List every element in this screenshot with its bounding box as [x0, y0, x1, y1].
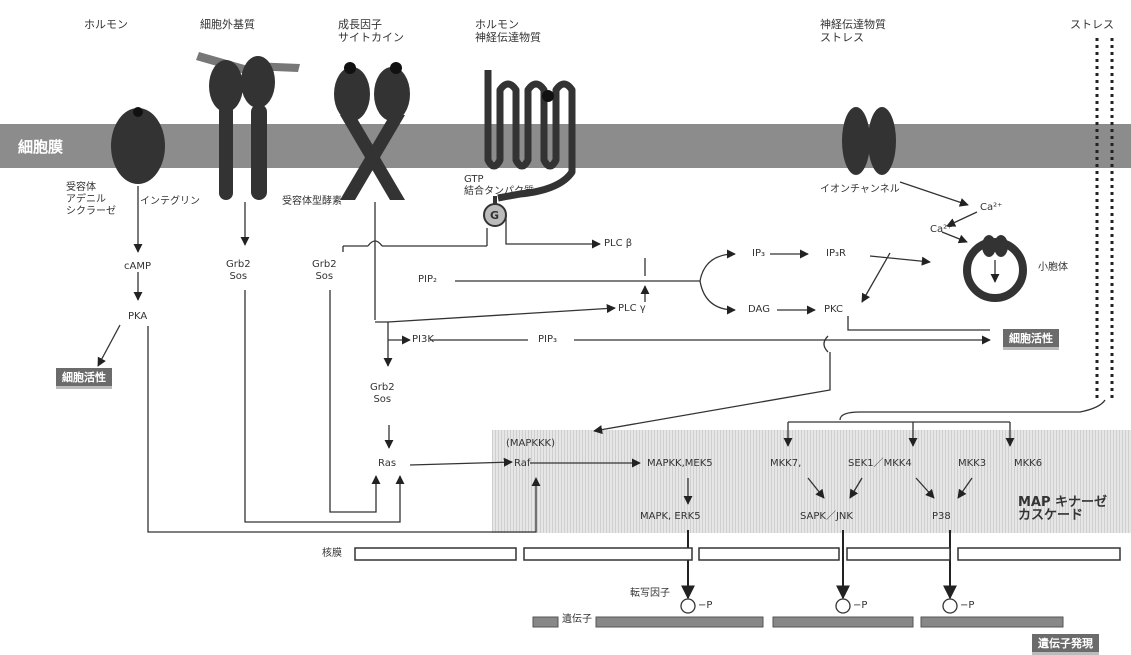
- tf-circle-1: [681, 599, 695, 613]
- er-label: 小胞体: [1038, 262, 1068, 274]
- gpcr-receptor: [484, 70, 572, 226]
- receptor-ac-label: 受容体 アデニル シクラーゼ: [66, 182, 116, 218]
- gene-label: 遺伝子: [562, 614, 592, 626]
- gpcr-label: GTP 結合タンパク質: [464, 174, 534, 198]
- ecm-label: 細胞外基質: [200, 18, 255, 31]
- nuclear-membrane: [355, 548, 1120, 560]
- rtk-label: 受容体型酵素: [282, 196, 342, 208]
- phospho-2: −P: [853, 600, 867, 612]
- tf-circle-2: [836, 599, 850, 613]
- pka-label: PKA: [128, 311, 147, 323]
- membrane-label: 細胞膜: [18, 136, 63, 157]
- phospho-1: −P: [698, 600, 712, 612]
- stress-label: ストレス: [1070, 18, 1114, 31]
- grb2-sos-1: Grb2 Sos: [226, 259, 251, 283]
- ion-channel-label: イオンチャンネル: [820, 184, 900, 196]
- transcription-factor-label: 転写因子: [630, 588, 670, 600]
- mapk-erk5-label: MAPK, ERK5: [640, 511, 701, 523]
- ca-label-1: Ca²⁺: [980, 202, 1002, 214]
- hormone-neuro-label: ホルモン 神経伝達物質: [475, 18, 541, 44]
- gene-expression-tag: 遺伝子発現: [1032, 634, 1099, 655]
- ip3r-label: IP₃R: [826, 248, 846, 260]
- mkk7-label: MKK7,: [770, 458, 801, 470]
- integrin-label: インテグリン: [140, 196, 200, 208]
- mkk6-label: MKK6: [1014, 458, 1042, 470]
- pip3-label: PIP₃: [538, 334, 557, 346]
- ip3-label: IP₃: [752, 248, 765, 260]
- growth-factor-label: 成長因子 サイトカイン: [338, 18, 404, 44]
- p38-label: P38: [932, 511, 951, 523]
- grb2-sos-2: Grb2 Sos: [312, 259, 337, 283]
- phospho-3: −P: [960, 600, 974, 612]
- nuclear-membrane-label: 核膜: [322, 548, 342, 560]
- mapk-cascade-label: MAP キナーゼ カスケード: [1018, 496, 1107, 522]
- neuro-stress-label: 神経伝達物質 ストレス: [820, 18, 886, 44]
- grb2-sos-3: Grb2 Sos: [370, 382, 395, 406]
- plc-beta-label: PLC β: [604, 238, 632, 250]
- sek1-label: SEK1／MKK4: [848, 458, 912, 470]
- pkc-label: PKC: [824, 304, 843, 316]
- pi3k-label: PI3K: [412, 334, 434, 346]
- dag-label: DAG: [748, 304, 770, 316]
- tf-circle-3: [943, 599, 957, 613]
- gene-bars: [533, 617, 1063, 627]
- plc-gamma-label: PLC γ: [618, 303, 646, 315]
- cell-activity-right: 細胞活性: [1003, 329, 1059, 350]
- sapk-jnk-label: SAPK／JNK: [800, 511, 853, 523]
- mapkkk-label: (MAPKKK): [506, 438, 555, 450]
- mapkk-mek5-label: MAPKK,MEK5: [647, 458, 713, 470]
- mkk3-label: MKK3: [958, 458, 986, 470]
- cell-activity-left: 細胞活性: [56, 368, 112, 389]
- ca-label-2: Ca²⁺: [930, 224, 952, 236]
- pip2-label: PIP₂: [418, 274, 437, 286]
- cell-membrane: [0, 124, 1131, 168]
- adenylyl-cyclase-receptor: [111, 107, 165, 184]
- raf-label: Raf: [514, 458, 530, 470]
- ras-label: Ras: [378, 458, 396, 470]
- g-protein-label: G: [490, 209, 499, 222]
- hormone-label-1: ホルモン: [84, 18, 128, 31]
- camp-label: cAMP: [124, 261, 151, 273]
